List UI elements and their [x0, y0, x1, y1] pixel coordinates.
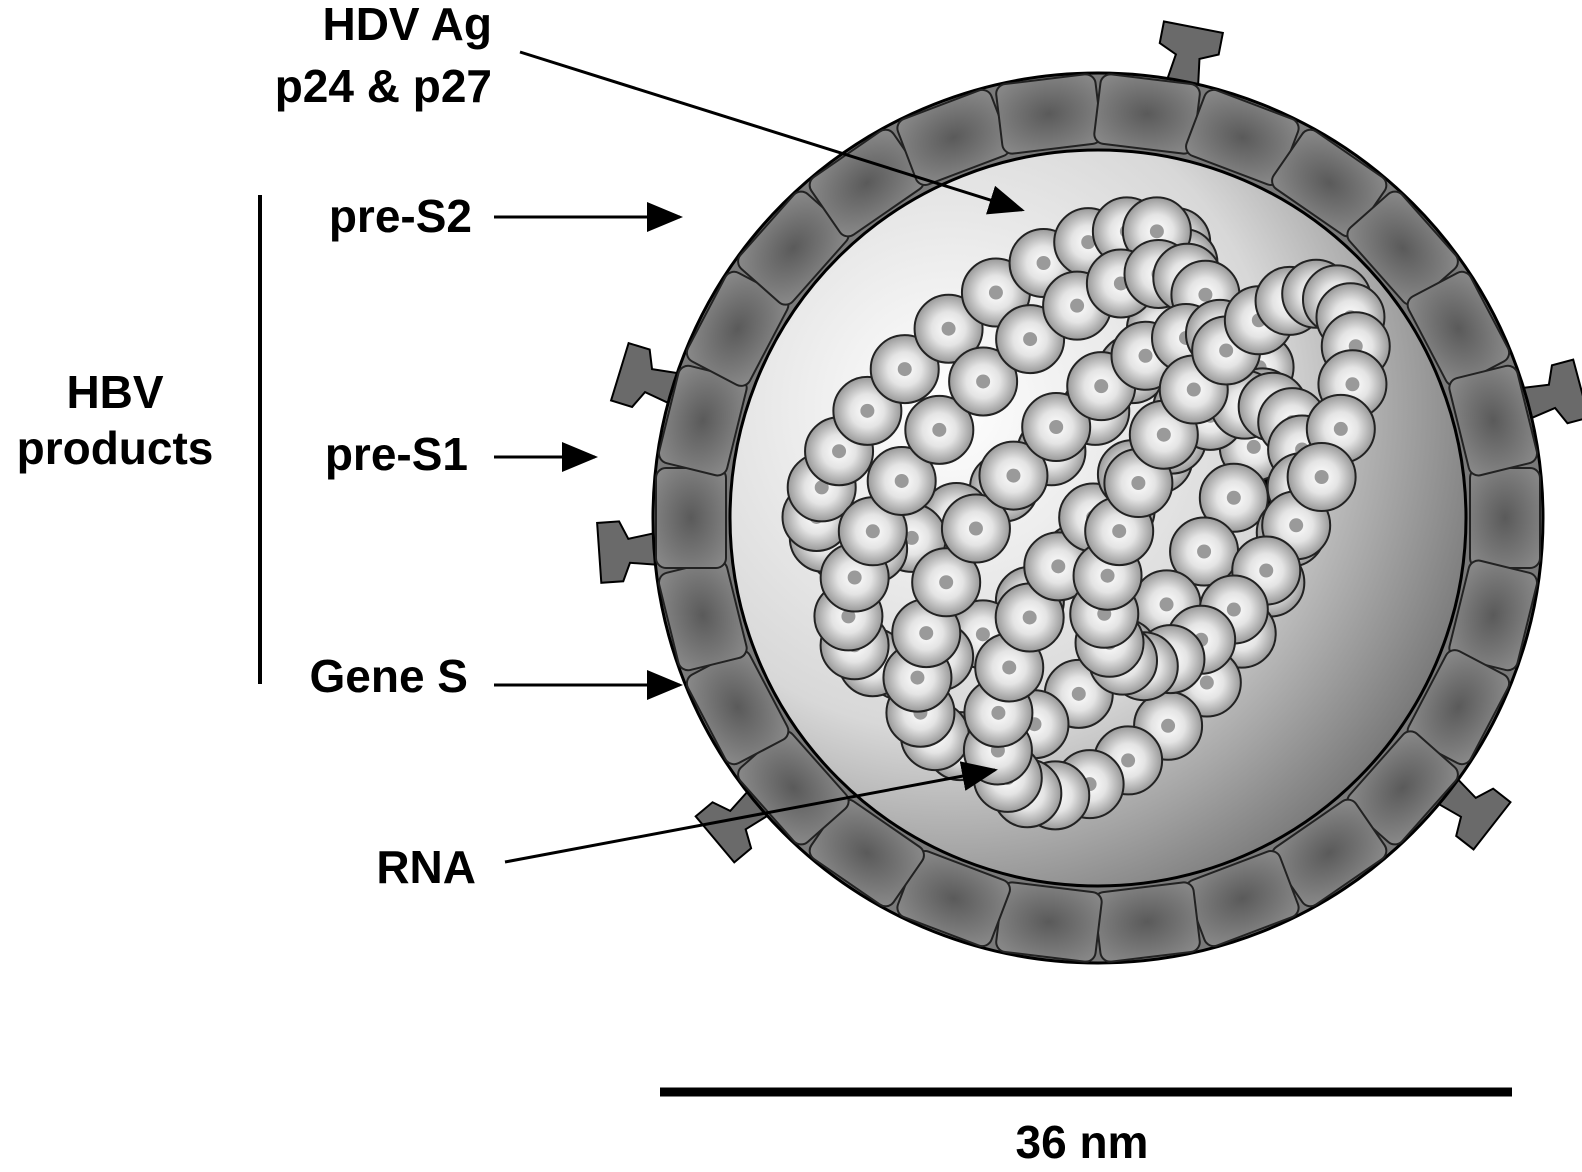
hdv-antigen-bead	[913, 293, 984, 364]
hdv-antigen-bead	[978, 440, 1049, 511]
label-products: products	[17, 422, 214, 474]
hdv-antigen-bead	[940, 493, 1011, 564]
label-rna: RNA	[376, 841, 476, 893]
label-gene-s: Gene S	[309, 650, 468, 702]
label-hbv: HBV	[66, 366, 163, 418]
envelope-tile	[995, 881, 1103, 963]
envelope-tile	[655, 467, 727, 569]
hdv-antigen-bead	[1021, 392, 1092, 463]
envelope-tile	[1093, 73, 1201, 155]
label-hdv-ag: HDV Ag	[322, 0, 492, 50]
scale-bar-label: 36 nm	[1016, 1116, 1149, 1168]
hdv-antigen-bead	[869, 334, 940, 405]
label-pre-s1: pre-S1	[325, 428, 468, 480]
arrow-rna	[504, 761, 998, 864]
envelope-tile	[1469, 467, 1541, 569]
envelope-protein-tiles	[655, 73, 1541, 963]
envelope-tile	[995, 73, 1103, 155]
hdv-antigen-bead	[1169, 516, 1240, 587]
envelope-tile	[1093, 881, 1201, 963]
hdv-antigen-bead	[904, 394, 975, 465]
label-pre-s2: pre-S2	[329, 190, 472, 242]
label-p24-p27: p24 & p27	[275, 60, 492, 112]
hdv-antigen-bead	[866, 445, 937, 516]
hdv-antigen-beads	[781, 196, 1391, 831]
envelope-tile	[1448, 364, 1539, 477]
hdv-antigen-bead	[994, 582, 1065, 653]
hdv-antigen-bead	[911, 547, 982, 618]
hdv-antigen-bead	[948, 346, 1019, 417]
hdv-antigen-bead	[1286, 442, 1357, 513]
hdv-antigen-bead	[1198, 462, 1269, 533]
arrow-hdv-ag	[519, 50, 1025, 215]
